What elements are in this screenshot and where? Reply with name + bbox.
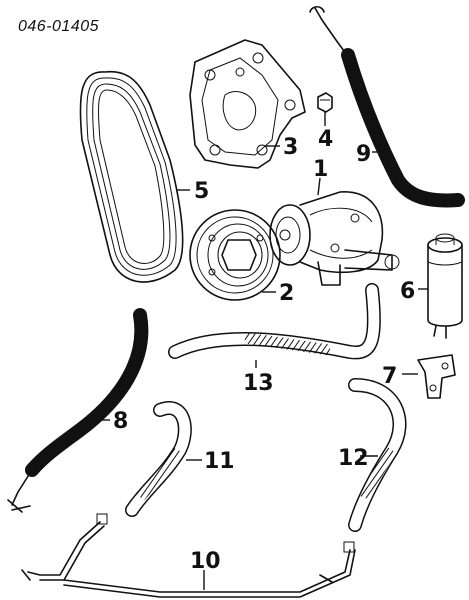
callout-6: 6: [400, 279, 415, 304]
part-reference-number: 046-01405: [18, 18, 100, 35]
callout-labels: 1 2 3 4 5 6 7 8 9 10 11 12 13: [113, 127, 415, 574]
callout-8: 8: [113, 409, 128, 434]
power-steering-pump: [269, 191, 400, 286]
drive-belt: [79, 70, 184, 283]
callout-2: 2: [279, 281, 294, 306]
return-hose-left: [7, 308, 149, 513]
callout-13: 13: [243, 371, 274, 396]
supply-hose-middle: [168, 283, 381, 360]
callout-7: 7: [382, 364, 397, 389]
callout-12: 12: [338, 446, 369, 471]
callout-9: 9: [356, 142, 371, 167]
callout-3: 3: [283, 135, 298, 160]
return-hose-right: [348, 378, 407, 532]
suction-hose: [125, 401, 192, 517]
callout-4: 4: [318, 127, 333, 152]
reservoir-bracket: [417, 354, 456, 399]
pump-pulley: [189, 209, 281, 301]
high-pressure-hose: [309, 5, 465, 208]
pump-mounting-bracket: [189, 39, 306, 169]
bracket-bolt: [317, 92, 333, 113]
leader-lines: [95, 112, 428, 590]
callout-1: 1: [313, 157, 328, 182]
cooling-pipe-line: [21, 513, 356, 598]
callout-11: 11: [204, 449, 235, 474]
fluid-reservoir: [427, 233, 463, 339]
callout-5: 5: [194, 179, 209, 204]
callout-10: 10: [190, 549, 221, 574]
leader-1: [317, 177, 321, 196]
